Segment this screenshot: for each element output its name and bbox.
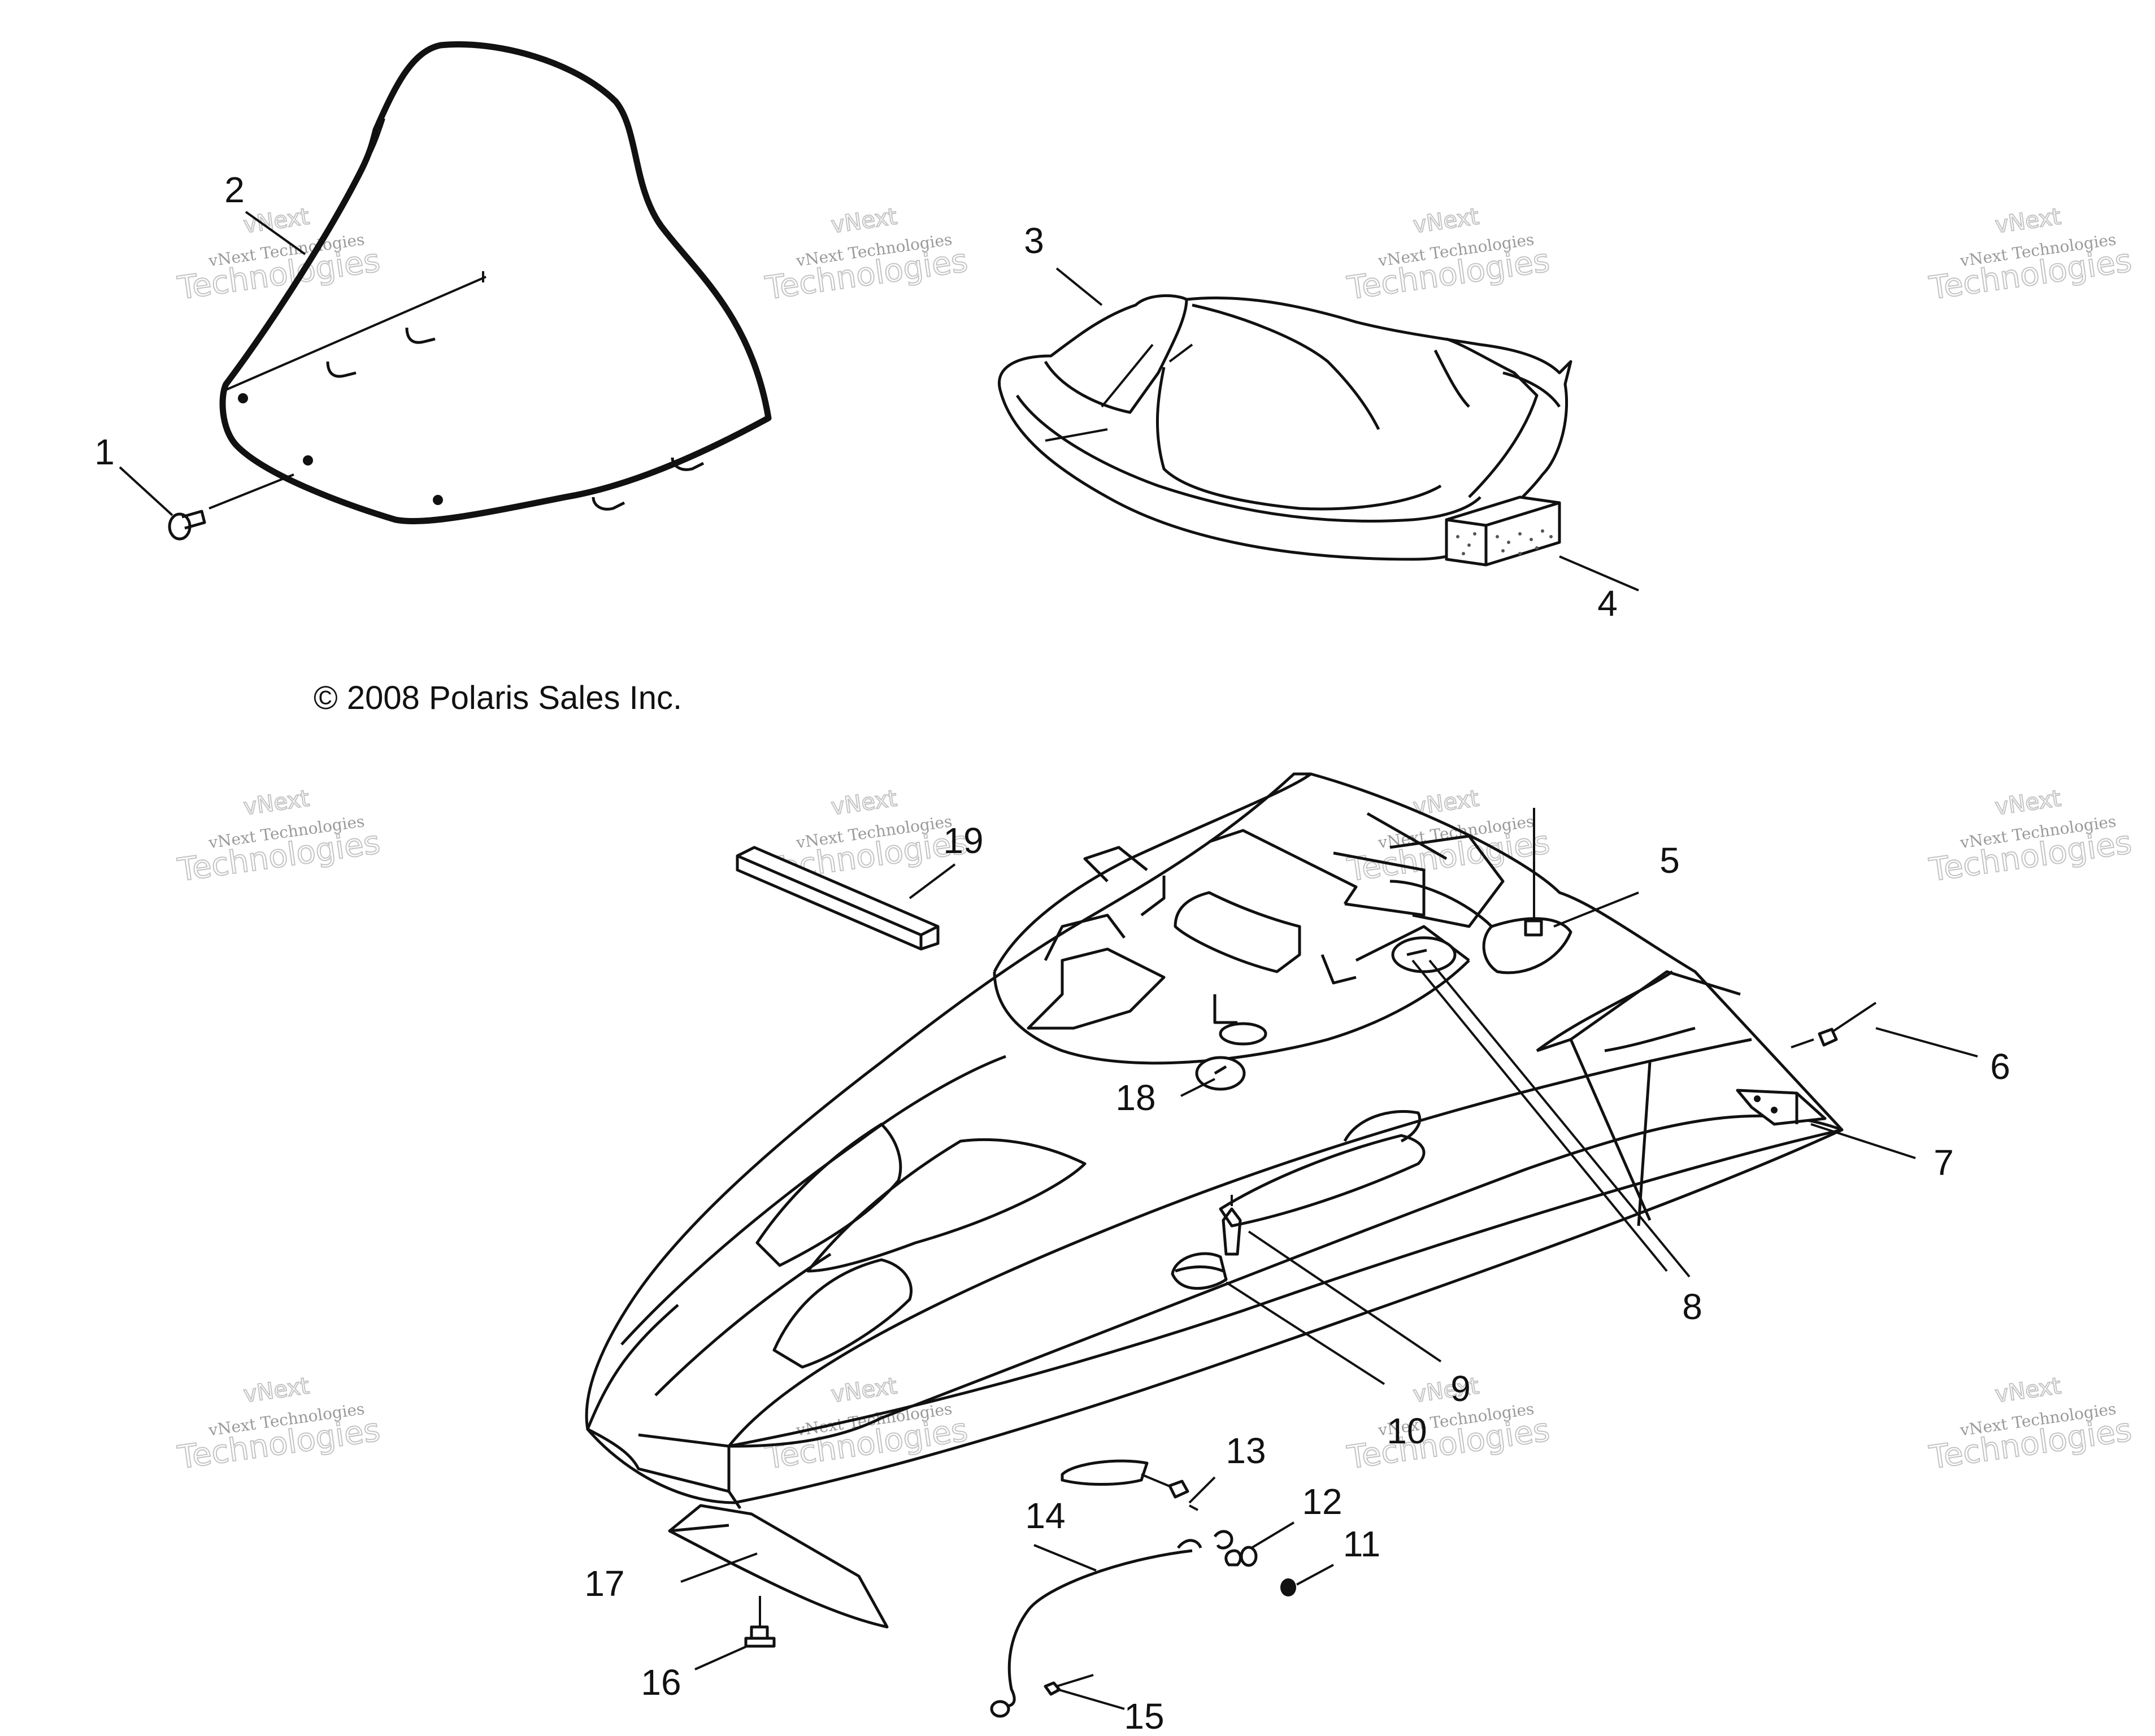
callout-13: 13: [1226, 1430, 1266, 1471]
watermark-vnext: vNext: [829, 785, 898, 820]
callout-4: 4: [1597, 583, 1618, 624]
watermark-vnext: vNext: [1411, 785, 1480, 820]
callout-11: 11: [1343, 1524, 1380, 1564]
seat-foam: [1445, 495, 1561, 567]
watermark: vNext Technologies vNext Technologies: [1926, 1372, 2134, 1477]
callout-1: 1: [94, 432, 115, 472]
watermark: vNext Technologies vNext Technologies: [175, 203, 383, 307]
seat: [998, 294, 1572, 561]
watermark: vNext Technologies vNext Technologies: [762, 203, 970, 307]
callout-18: 18: [1115, 1077, 1155, 1118]
watermark-vnext: vNext: [829, 203, 898, 238]
hood: [585, 772, 1844, 1509]
callout-14: 14: [1025, 1495, 1065, 1536]
callout-2: 2: [224, 169, 245, 210]
watermark: vNext Technologies vNext Technologies: [1926, 785, 2134, 889]
watermark-vnext: vNext: [1993, 1373, 2062, 1408]
watermark: vNext Technologies vNext Technologies: [1344, 203, 1552, 307]
callout-7: 7: [1934, 1142, 1954, 1183]
hood-fastener: [1524, 808, 1543, 937]
watermark-vnext: vNext: [242, 785, 311, 820]
plate-screw: [744, 1596, 776, 1648]
copyright-text: © 2008 Polaris Sales Inc.: [314, 680, 682, 716]
callout-15: 15: [1124, 1696, 1164, 1736]
windshield-screw: [168, 510, 206, 541]
mounting-plate: [668, 1504, 889, 1629]
watermark: vNext Technologies vNext Technologies: [1926, 203, 2134, 307]
callout-10: 10: [1387, 1411, 1427, 1451]
watermark-vnext: vNext: [1993, 203, 2062, 238]
callout-19: 19: [943, 820, 983, 861]
callout-3: 3: [1024, 220, 1044, 261]
watermark: vNext Technologies vNext Technologies: [175, 1372, 383, 1477]
watermark-vnext: vNext: [829, 1373, 898, 1408]
watermark-vnext: vNext: [242, 1373, 311, 1408]
watermark-vnext: vNext: [1411, 203, 1480, 238]
callout-5: 5: [1659, 840, 1680, 881]
callout-8: 8: [1682, 1286, 1702, 1327]
side-bracket: [1736, 1089, 1827, 1126]
side-screw: [1791, 1002, 1877, 1048]
foam-strip: [736, 846, 940, 951]
callout-16: 16: [641, 1662, 681, 1703]
callout-17: 17: [584, 1563, 624, 1604]
leader-lines: [119, 211, 1978, 1710]
callouts: 1 2 3 4 5 6 7 8 9 10 11 12 13 14 15 16 1…: [94, 169, 2010, 1736]
windshield: [219, 41, 772, 525]
watermarks: vNext Technologies vNext Technologies vN…: [175, 203, 2134, 1477]
callout-9: 9: [1450, 1368, 1471, 1409]
tether-hardware: [990, 1473, 1296, 1718]
watermark: vNext Technologies vNext Technologies: [1344, 1372, 1552, 1477]
watermark-vnext: vNext: [1993, 785, 2062, 820]
watermark: vNext Technologies vNext Technologies: [175, 785, 383, 889]
callout-12: 12: [1302, 1481, 1342, 1522]
watermark: vNext Technologies vNext Technologies: [762, 1372, 970, 1477]
callout-6: 6: [1990, 1046, 2010, 1087]
